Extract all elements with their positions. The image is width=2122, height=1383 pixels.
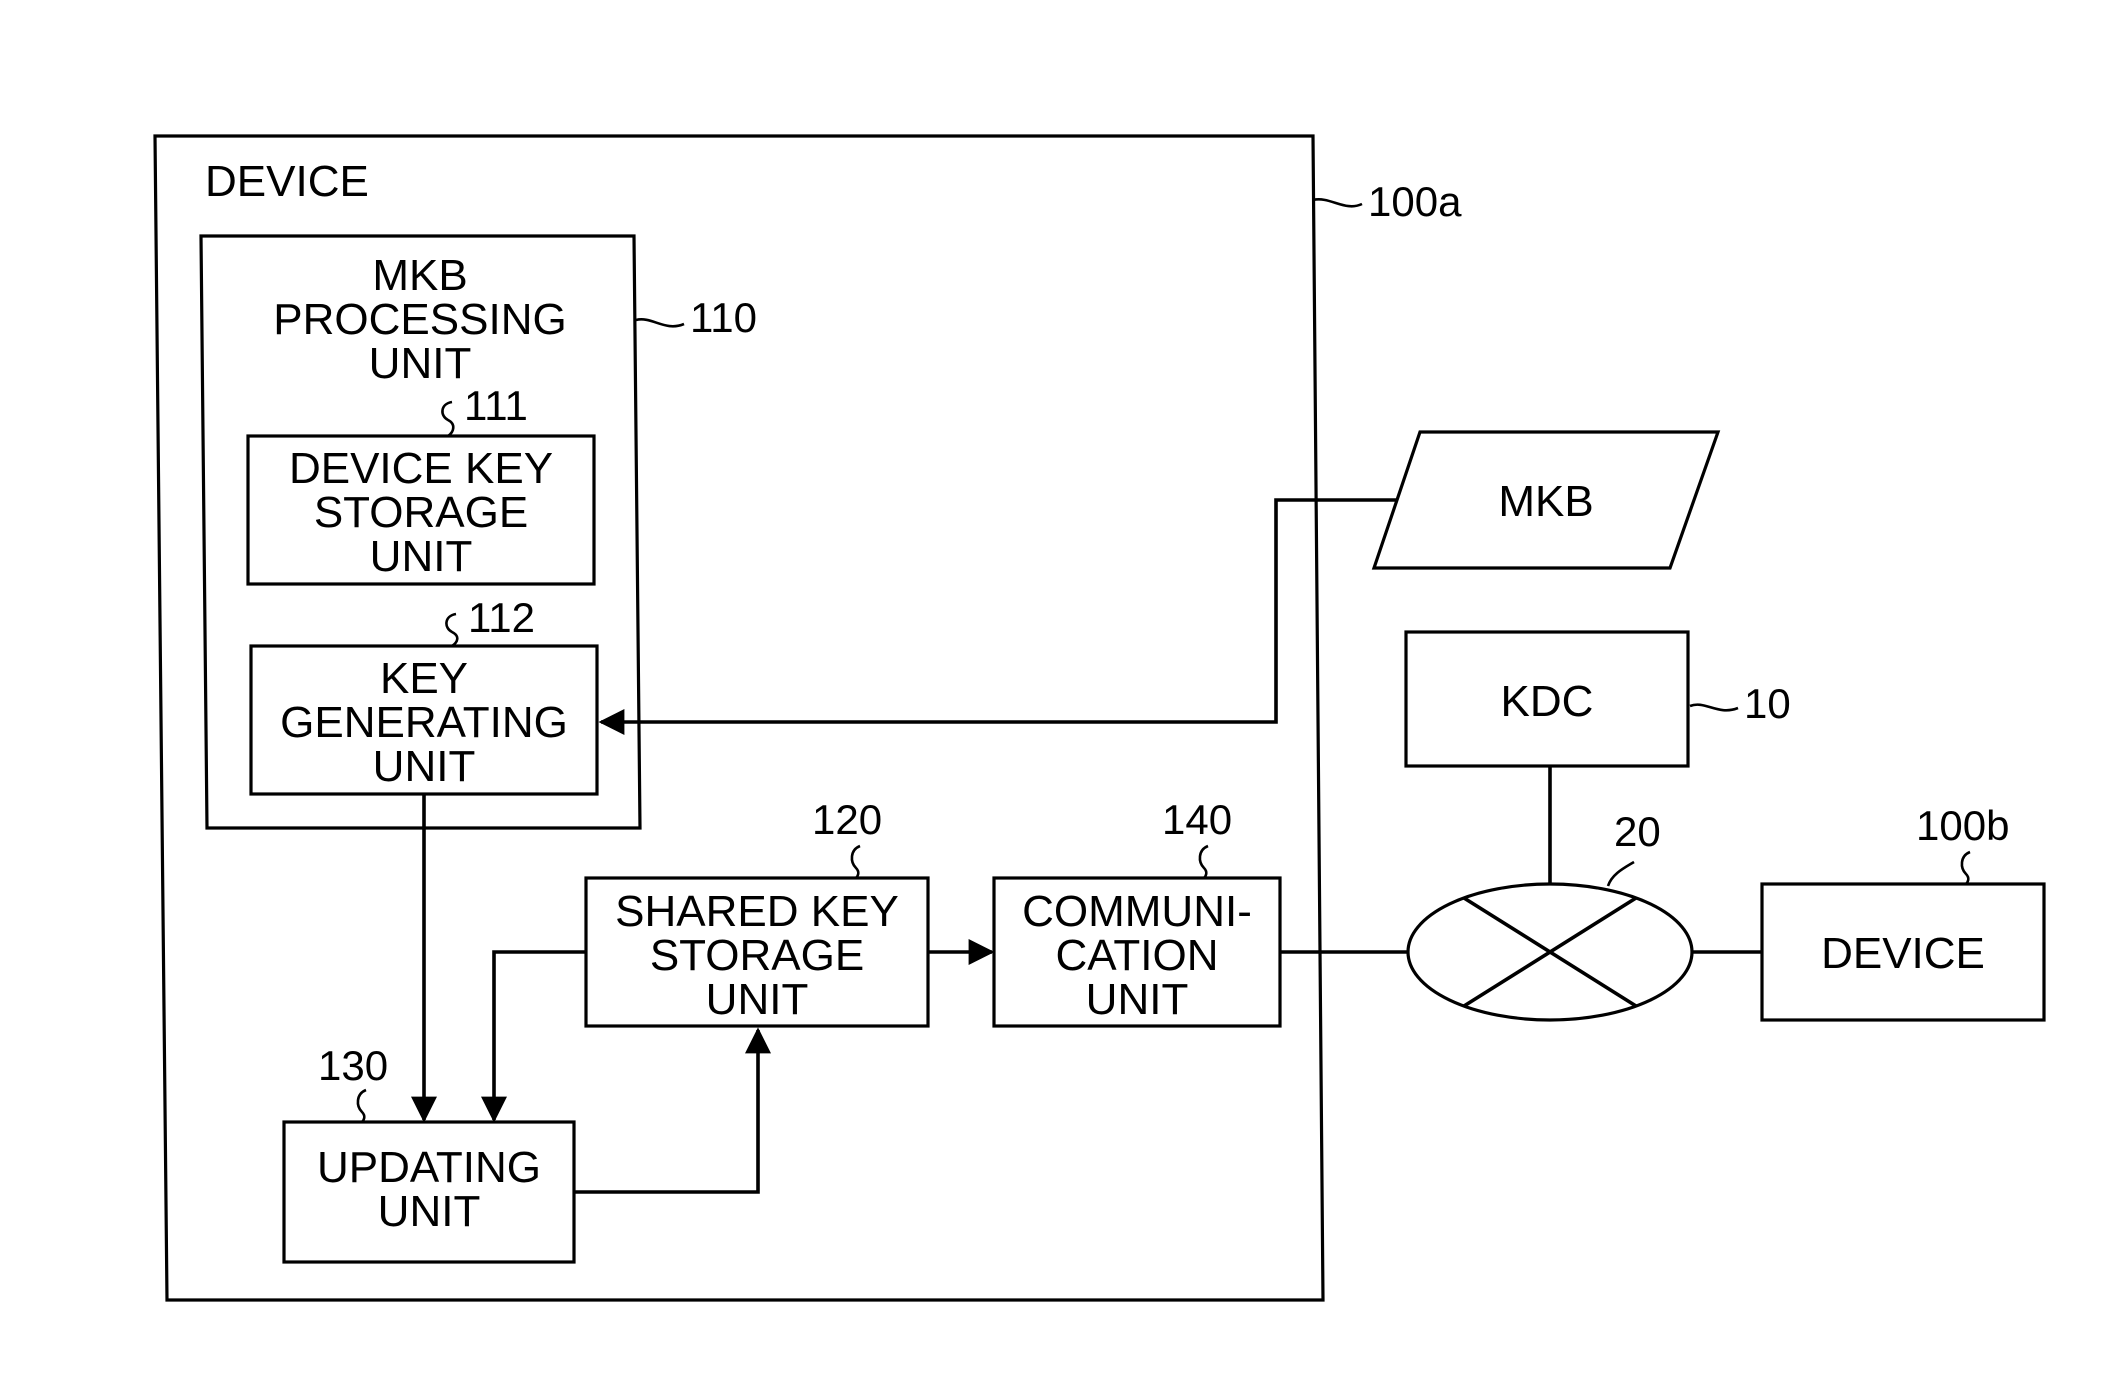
- mkb-processing-line-3: UNIT: [369, 339, 472, 388]
- updating-line-2: UNIT: [378, 1187, 481, 1236]
- mkb-data-block: MKB: [1374, 432, 1718, 568]
- key-generating-ref: 112: [468, 594, 535, 641]
- device-b-label: DEVICE: [1821, 929, 1985, 978]
- device-key-storage-line-3: UNIT: [370, 532, 473, 581]
- communication-ref: 140: [1162, 796, 1232, 843]
- shared-key-storage-ref: 120: [812, 796, 882, 843]
- device-b-ref: 100b: [1916, 802, 2009, 849]
- communication-line-1: COMMUNI-: [1022, 887, 1252, 936]
- kdc-box: KDC 10: [1406, 632, 1791, 766]
- mkb-processing-line-2: PROCESSING: [273, 295, 566, 344]
- device-b-leader: [1962, 852, 1970, 884]
- mkb-label: MKB: [1498, 477, 1593, 526]
- device-a-label: DEVICE: [205, 157, 369, 206]
- communication-line-3: UNIT: [1086, 975, 1189, 1024]
- key-generating-line-2: GENERATING: [280, 698, 568, 747]
- key-generating-line-1: KEY: [380, 654, 468, 703]
- device-key-storage-line-1: DEVICE KEY: [289, 444, 553, 493]
- device-b-box: DEVICE 100b: [1762, 802, 2044, 1020]
- device-a-ref: 100a: [1368, 178, 1462, 225]
- network-leader: [1608, 862, 1634, 886]
- device-key-storage-ref: 111: [464, 382, 528, 429]
- shared-key-storage-line-1: SHARED KEY: [615, 887, 899, 936]
- network-ref: 20: [1614, 808, 1661, 855]
- updating-line-1: UPDATING: [317, 1143, 541, 1192]
- mkb-processing-line-1: MKB: [372, 251, 467, 300]
- kdc-leader: [1690, 705, 1738, 711]
- key-generating-line-3: UNIT: [373, 742, 476, 791]
- shared-key-storage-line-2: STORAGE: [650, 931, 864, 980]
- shared-key-storage-line-3: UNIT: [706, 975, 809, 1024]
- mkb-processing-ref: 110: [690, 294, 757, 341]
- device-a-leader: [1313, 199, 1362, 206]
- updating-ref: 130: [318, 1042, 388, 1089]
- communication-line-2: CATION: [1056, 931, 1219, 980]
- device-key-storage-line-2: STORAGE: [314, 488, 528, 537]
- kdc-ref: 10: [1744, 680, 1791, 727]
- kdc-label: KDC: [1501, 677, 1594, 726]
